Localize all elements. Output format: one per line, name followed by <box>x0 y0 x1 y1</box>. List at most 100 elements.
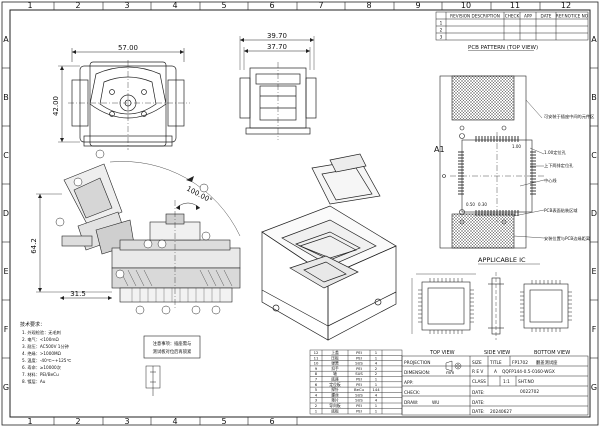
col-label: 1 <box>27 1 32 10</box>
col-label: 10 <box>461 1 471 10</box>
bom-cell: 1 <box>375 408 378 413</box>
title-label: TITLE <box>489 360 502 366</box>
col-label: 3 <box>124 417 129 426</box>
bom-cell: SUS <box>355 392 363 397</box>
bom-cell: 4 <box>375 392 378 397</box>
part-name: 翻盖测试座 <box>536 359 558 366</box>
draw-label: DRAW: <box>404 400 418 406</box>
dim-37-70: 37.70 <box>267 43 287 51</box>
bom-cell: 探针 <box>331 387 339 392</box>
bom-cell: 1 <box>375 377 378 382</box>
pcb-callout: 可安装于插座中间的元件区 <box>544 113 594 120</box>
col-label: 2 <box>75 417 80 426</box>
pcb-callout: PCB表面贴装区域 <box>544 207 578 214</box>
bom-cell: 3 <box>315 398 318 403</box>
date-label: DATE: <box>472 390 485 396</box>
date-value: 20240627 <box>490 409 512 415</box>
col-label: 8 <box>366 1 371 10</box>
row-label: F <box>4 325 9 334</box>
bom-cell: 1 <box>375 382 378 387</box>
remark-text: 注意事项：插座需与 测试板对位后再锁紧 <box>153 340 192 355</box>
bom-cell: 2 <box>375 366 378 371</box>
note-line: 8. 镀层：Au <box>22 378 46 385</box>
bom-cell: 弹簧 <box>331 361 339 366</box>
rev-row-num: 3 <box>440 35 443 40</box>
column-markers: 1 2 3 4 5 6 7 8 9 10 11 12 1 2 3 4 5 6 <box>27 1 571 426</box>
remark-line: 测试板对位后再锁紧 <box>153 348 192 355</box>
bom-cell: 10 <box>314 361 319 366</box>
draw-value: WU <box>432 400 439 406</box>
note-line: 5. 温度：-40℃~+125℃ <box>22 357 71 364</box>
note-line: 2. 电气：<100mΩ <box>22 336 59 342</box>
pcb-callout: 中心线 <box>544 177 557 184</box>
ic-top-view <box>411 273 476 334</box>
row-label: B <box>3 93 9 102</box>
col-label: 5 <box>221 417 226 426</box>
size-label: SIZE <box>472 360 482 366</box>
dimension-label: DIMENSION: <box>404 370 430 376</box>
pcb-pattern <box>439 75 545 249</box>
front-view <box>58 48 190 150</box>
part-balloons <box>55 149 221 315</box>
revision-headers: REVISION DESCRIPTION CHECK APP DATE REF.… <box>440 14 589 40</box>
row-label: D <box>591 209 597 218</box>
col-label: 1 <box>27 417 32 426</box>
check-label: CHECK: <box>404 390 420 396</box>
rev-label: R E V <box>472 369 483 375</box>
rev-header-check: CHECK <box>505 14 520 19</box>
note-line: 4. 绝缘：>1000MΩ <box>22 350 62 356</box>
side-view-label: SIDE VIEW <box>484 350 510 356</box>
bom-cell: 扣手 <box>331 366 339 371</box>
bom-cell: 11 <box>314 355 319 360</box>
date-label: DATE: <box>472 409 485 415</box>
col-label: 6 <box>269 1 274 10</box>
inner-border <box>9 9 591 418</box>
pcb-callout: 上下两排定位孔 <box>544 162 574 169</box>
title-block <box>401 355 589 416</box>
remark-line: 注意事项：插座需与 <box>153 340 192 347</box>
bom-cell: 144 <box>372 387 380 392</box>
bom-cell: 2 <box>315 403 318 408</box>
dim-width-57: 57.00 <box>118 44 138 52</box>
pcb-callout: 1.00定位孔 <box>544 149 567 156</box>
pin-detail-icon <box>145 365 161 396</box>
col-label: 11 <box>510 1 520 10</box>
row-label: A <box>3 35 9 44</box>
rev-value: A <box>494 369 497 375</box>
bom-cell: 1 <box>375 355 378 360</box>
bom-cell: 9 <box>315 366 318 371</box>
note-line: 3. 耐压：AC500V 1分钟 <box>22 343 69 350</box>
bom-cell: 压板 <box>331 355 339 360</box>
dim-31-5: 31.5 <box>70 290 86 298</box>
top-view-label: TOP VIEW <box>429 350 455 356</box>
col-label: 2 <box>75 1 80 10</box>
bom-cell: SUS <box>355 398 363 403</box>
row-label: G <box>591 383 597 392</box>
bom-cell: 4 <box>315 392 318 397</box>
bom-cell: PEI <box>356 350 362 355</box>
col-label: 4 <box>172 1 177 10</box>
rev-header-app: APP <box>524 14 532 19</box>
remark-box <box>143 335 201 359</box>
revision-table <box>435 11 589 41</box>
bom-cell: BeCu <box>354 387 365 392</box>
col-label: 7 <box>318 1 323 10</box>
rev-row-num: 2 <box>440 28 443 33</box>
rev-header-ref: REF.NOTICE NO <box>556 14 589 19</box>
projection-label: PROJECTION <box>404 360 430 366</box>
bom-cell: PEI <box>356 382 362 387</box>
bom-cell: 底座 <box>331 377 339 382</box>
bom-cell: 底板 <box>331 408 339 413</box>
side-view <box>239 36 317 140</box>
bom-cell: 8 <box>315 371 318 376</box>
ic-side-view <box>488 272 504 340</box>
class-label: CLASS <box>472 379 486 385</box>
date-label: DATE: <box>472 400 485 406</box>
dim-height-42: 42.00 <box>52 96 60 116</box>
sheet-label: SHT.NO <box>518 379 535 385</box>
bom-cell: SUS <box>355 361 363 366</box>
col-label: 4 <box>172 417 177 426</box>
pcb-dim: 0.50 <box>466 202 475 207</box>
